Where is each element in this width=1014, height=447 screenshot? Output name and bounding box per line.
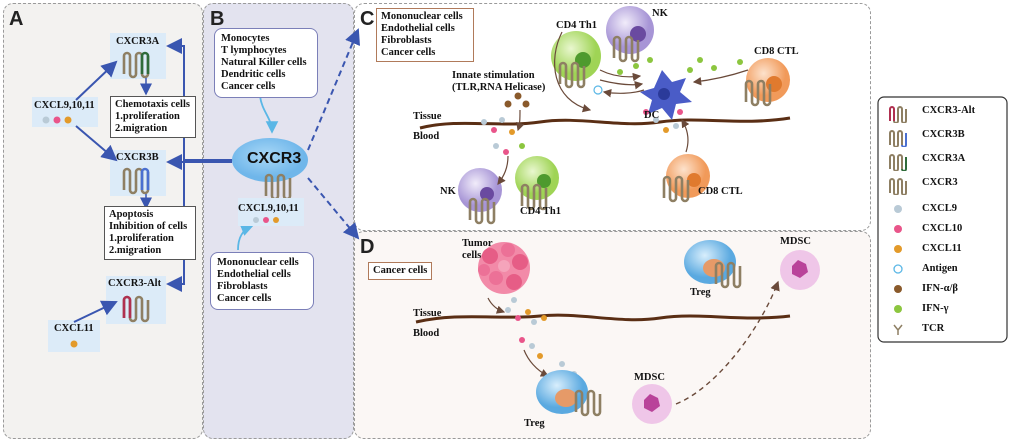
- blood-label-d: Blood: [413, 328, 440, 339]
- cxcl10-dot-icon: [894, 225, 902, 233]
- cxcr3alt-label: CXCR3-Alt: [108, 278, 162, 289]
- cxcl11-dot-icon: [894, 245, 902, 253]
- ligand-producing-cells-c: Mononuclear cells Endothelial cells Fibr…: [376, 8, 474, 62]
- tissue-label-c: Tissue: [413, 111, 442, 122]
- ligand-producing-cells-box: Mononuclear cells Endothelial cells Fibr…: [210, 252, 314, 310]
- treg-bottom-label: Treg: [524, 418, 545, 429]
- chemokine-dots-c: [481, 109, 683, 155]
- mdsc-top-cell: [780, 250, 820, 290]
- antigen-circle-icon: [893, 264, 903, 274]
- mdsc-bottom-label: MDSC: [634, 372, 665, 383]
- ifn-g-dot-icon: [894, 305, 902, 313]
- cd4-th1-top-label: CD4 Th1: [556, 20, 597, 31]
- mdsc-bottom-cell: [632, 384, 672, 424]
- panel-c-label: C: [360, 8, 375, 30]
- panel-d-graphics: [415, 240, 820, 424]
- nk-bottom-label: NK: [440, 186, 456, 197]
- cancer-cells-box: Cancer cells: [368, 262, 433, 280]
- cxcr3-expressing-cells-box: Monocytes T lymphocytes Natural Killer c…: [214, 28, 318, 98]
- cxcl11-label: CXCL11: [54, 323, 94, 334]
- cxcr3b-receptor-icon: [889, 130, 907, 147]
- panel-a-label: A: [9, 8, 24, 30]
- ifn-ab-dot-icon: [894, 285, 902, 293]
- panel-c-graphics: [419, 6, 791, 225]
- panel-b-graphics: [232, 28, 360, 251]
- cxcr3-label: CXCR3: [247, 150, 302, 167]
- tumor-cluster: [478, 242, 530, 294]
- treg-top-label: Treg: [690, 287, 711, 298]
- panel-b-label: B: [210, 8, 225, 30]
- cd8-ctl-top-label: CD8 CTL: [754, 46, 799, 57]
- chemokine-dots-d: [505, 297, 577, 377]
- cxcr3a-effects-box: Chemotaxis cells 1.proliferation 2.migra…: [110, 96, 196, 138]
- ifn-ab-dots: [504, 92, 530, 108]
- ligands-label-a: CXCL9,10,11: [34, 100, 95, 111]
- cd4-th1-bottom-label: CD4 Th1: [520, 206, 561, 217]
- legend-icons: [877, 96, 1008, 343]
- cxcl9-dot-icon: [894, 205, 902, 213]
- dc-label: DC: [644, 110, 660, 121]
- panel-a-graphics: [32, 33, 240, 352]
- tissue-label-d: Tissue: [413, 308, 442, 319]
- mdsc-top-label: MDSC: [780, 236, 811, 247]
- tcr-icon: [893, 324, 903, 335]
- innate-stimulation-label: Innate stimulation (TLR,RNA Helicase): [452, 70, 546, 93]
- tumor-cells-label: Tumor cells: [462, 238, 493, 261]
- cxcr3b-label: CXCR3B: [116, 152, 159, 163]
- panel-d-label: D: [360, 236, 375, 258]
- cxcr3b-effects-box: Apoptosis Inhibition of cells 1.prolifer…: [104, 206, 196, 260]
- cxcr3-receptor-icon: [889, 178, 907, 195]
- cxcr3a-receptor-icon: [889, 154, 907, 171]
- cxcr3a-label: CXCR3A: [116, 36, 160, 47]
- cd8-ctl-bottom-label: CD8 CTL: [698, 186, 743, 197]
- cxcr3alt-receptor-icon: [889, 106, 907, 123]
- ifn-gamma-dots: [519, 57, 743, 149]
- legend: CXCR3-Alt CXCR3B CXCR3A CXCR3 CXCL9 CXCL…: [878, 97, 1007, 342]
- ligands-label-b: CXCL9,10,11: [238, 203, 299, 214]
- nk-top-label: NK: [652, 8, 668, 19]
- blood-label-c: Blood: [413, 131, 440, 142]
